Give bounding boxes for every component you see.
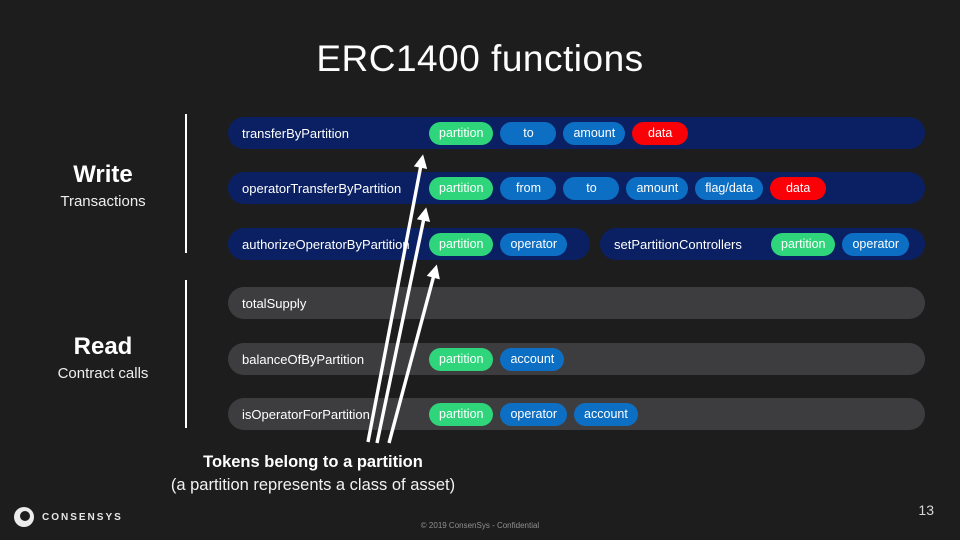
write-section-rule xyxy=(185,114,187,253)
function-name: authorizeOperatorByPartition xyxy=(242,236,410,252)
param-pill-partition: partition xyxy=(429,121,494,145)
param-pill-partition: partition xyxy=(429,347,494,371)
param-pill-account: account xyxy=(500,347,565,371)
function-bar-totalSupply: totalSupply xyxy=(228,287,925,319)
param-pill-partition: partition xyxy=(771,232,836,256)
copyright-note: © 2019 ConsenSys - Confidential xyxy=(420,521,540,530)
param-pill-data: data xyxy=(770,176,827,200)
function-name: isOperatorForPartition xyxy=(242,406,370,422)
param-pill-from: from xyxy=(500,176,557,200)
param-pill-amount: amount xyxy=(563,121,626,145)
annotation-subheading: (a partition represents a class of asset… xyxy=(170,476,456,494)
param-pill-operator: operator xyxy=(500,232,568,256)
section-label-read: Read Contract calls xyxy=(0,333,206,383)
section-label-write: Write Transactions xyxy=(0,161,206,211)
function-name: setPartitionControllers xyxy=(614,236,742,252)
consensys-logo: CONSENSYS xyxy=(14,507,123,527)
consensys-logo-text: CONSENSYS xyxy=(42,511,123,523)
section-title: Read xyxy=(73,333,133,360)
param-pill-amount: amount xyxy=(626,176,689,200)
param-pill-to: to xyxy=(563,176,620,200)
function-name: operatorTransferByPartition xyxy=(242,180,402,196)
consensys-logo-icon xyxy=(14,507,34,527)
param-pill-account: account xyxy=(574,402,638,426)
section-title: Write xyxy=(73,161,133,188)
param-pill-data: data xyxy=(632,121,689,145)
annotation-heading: Tokens belong to a partition xyxy=(203,453,423,471)
param-pill-operator: operator xyxy=(500,402,568,426)
function-name: transferByPartition xyxy=(242,125,349,141)
param-pill-flag-data: flag/data xyxy=(695,176,764,200)
function-name: totalSupply xyxy=(242,295,307,311)
param-pill-operator: operator xyxy=(842,232,910,256)
section-subtitle: Transactions xyxy=(60,193,146,210)
function-name: balanceOfByPartition xyxy=(242,351,365,367)
param-pill-to: to xyxy=(500,121,557,145)
page-title: ERC1400 functions xyxy=(316,38,644,79)
section-subtitle: Contract calls xyxy=(57,365,149,382)
page-number: 13 xyxy=(918,502,934,518)
param-pill-partition: partition xyxy=(429,176,494,200)
read-section-rule xyxy=(185,280,187,428)
param-pill-partition: partition xyxy=(429,402,494,426)
annotation-caption: Tokens belong to a partition (a partitio… xyxy=(130,451,496,497)
param-pill-partition: partition xyxy=(429,232,494,256)
